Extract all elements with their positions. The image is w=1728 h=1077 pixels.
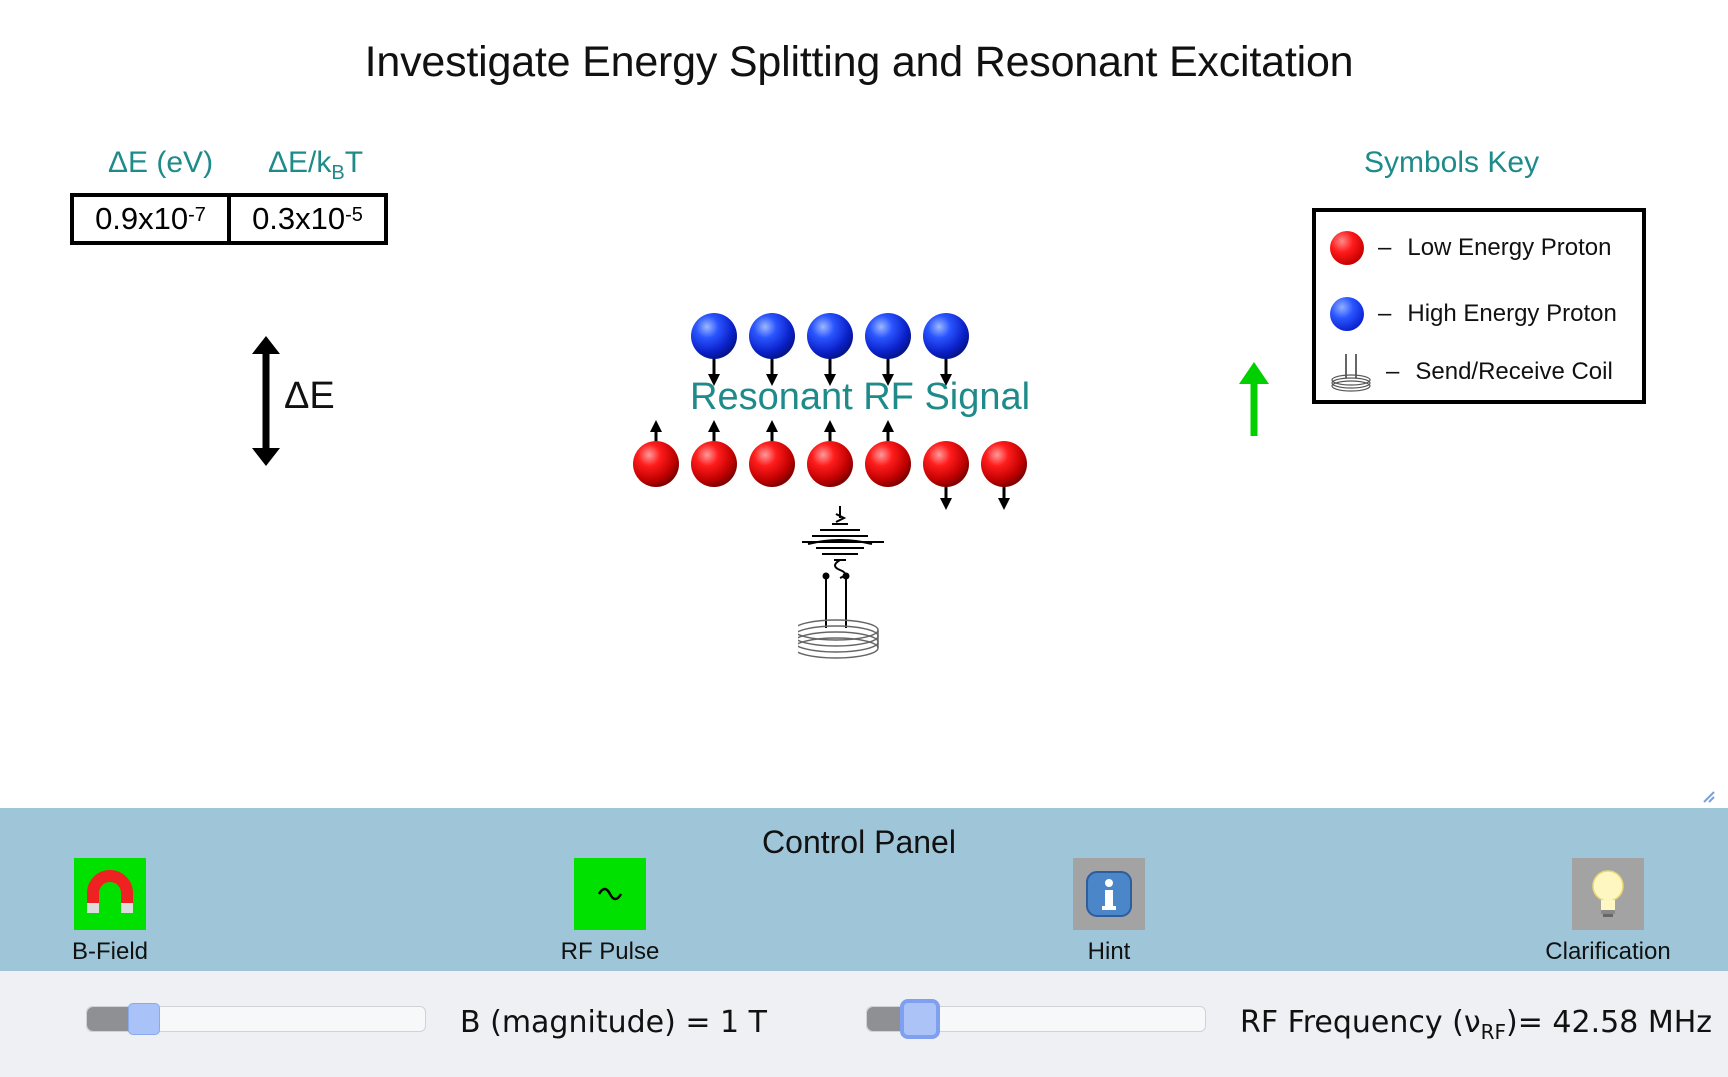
clarification-button-box[interactable] [1572,858,1644,930]
clarification-label: Clarification [1545,938,1671,965]
red-proton [981,441,1027,510]
key-label: Low Energy Proton [1407,234,1612,261]
sine-wave-icon [597,887,623,901]
ratio-value: 0.3x10-5 [227,197,384,241]
red-proton [691,420,737,487]
lightbulb-icon [1592,870,1624,917]
blue-proton [691,313,737,386]
key-row-coil: – Send/Receive Coil [1330,352,1613,392]
rf-pulse-button[interactable]: RF Pulse [540,858,680,966]
blue-ball-icon [1330,297,1364,331]
ratio-header: ΔE/kBT [268,146,364,184]
red-proton [807,420,853,487]
key-label: Send/Receive Coil [1415,358,1613,385]
delta-e-double-arrow-icon [252,336,280,466]
clarification-button[interactable]: Clarification [1538,858,1678,966]
red-proton [749,420,795,487]
symbols-key-box: – Low Energy Proton – High Energy Proton… [1312,208,1646,404]
high-energy-protons [691,313,969,386]
red-proton [633,420,679,487]
low-energy-protons [633,420,1027,510]
key-row-high-energy: – High Energy Proton [1330,294,1617,334]
blue-proton [749,313,795,386]
b-field-label: B-Field [71,938,149,965]
b-field-button-box[interactable] [74,858,146,930]
delta-e-label: ΔE [284,375,335,417]
hint-label: Hint [1087,938,1131,965]
coil-icon [1331,354,1371,392]
page-title: Investigate Energy Splitting and Resonan… [364,38,1354,86]
control-panel-title: Control Panel [762,824,956,860]
red-proton [923,441,969,510]
hint-button[interactable]: Hint [1039,858,1179,966]
blue-proton [807,313,853,386]
b-field-slider-thumb[interactable] [127,1003,160,1035]
b-field-value-label: B (magnitude) = 1 T [460,1005,767,1040]
send-receive-coil-icon [798,506,884,659]
info-icon [1086,871,1132,917]
energy-values-table: 0.9x10-7 0.3x10-5 [70,193,388,245]
hint-button-box[interactable] [1073,858,1145,930]
blue-proton [923,313,969,386]
rf-pulse-label: RF Pulse [560,938,660,965]
rf-pulse-button-box[interactable] [574,858,646,930]
red-ball-icon [1330,231,1364,265]
key-label: High Energy Proton [1407,300,1617,327]
b-field-arrow-icon [1239,362,1269,436]
simulation-stage: Investigate Energy Splitting and Resonan… [70,38,1716,804]
red-proton [865,420,911,487]
resize-grip-icon[interactable] [1700,788,1716,804]
delta-e-value: 0.9x10-7 [95,201,206,236]
b-field-button[interactable]: B-Field [40,858,180,966]
magnet-icon [87,870,133,913]
key-row-low-energy: – Low Energy Proton [1330,228,1611,268]
rf-frequency-slider-thumb[interactable] [900,999,941,1039]
delta-e-header: ΔE (eV) [108,146,214,179]
rf-frequency-value-label: RF Frequency (νRF)= 42.58 MHz [1240,1005,1713,1044]
symbols-key-title: Symbols Key [1364,146,1540,179]
blue-proton [865,313,911,386]
control-panel: Control Panel B-Field RF Pulse [0,808,1728,971]
resonant-rf-signal-label: Resonant RF Signal [690,376,1031,418]
